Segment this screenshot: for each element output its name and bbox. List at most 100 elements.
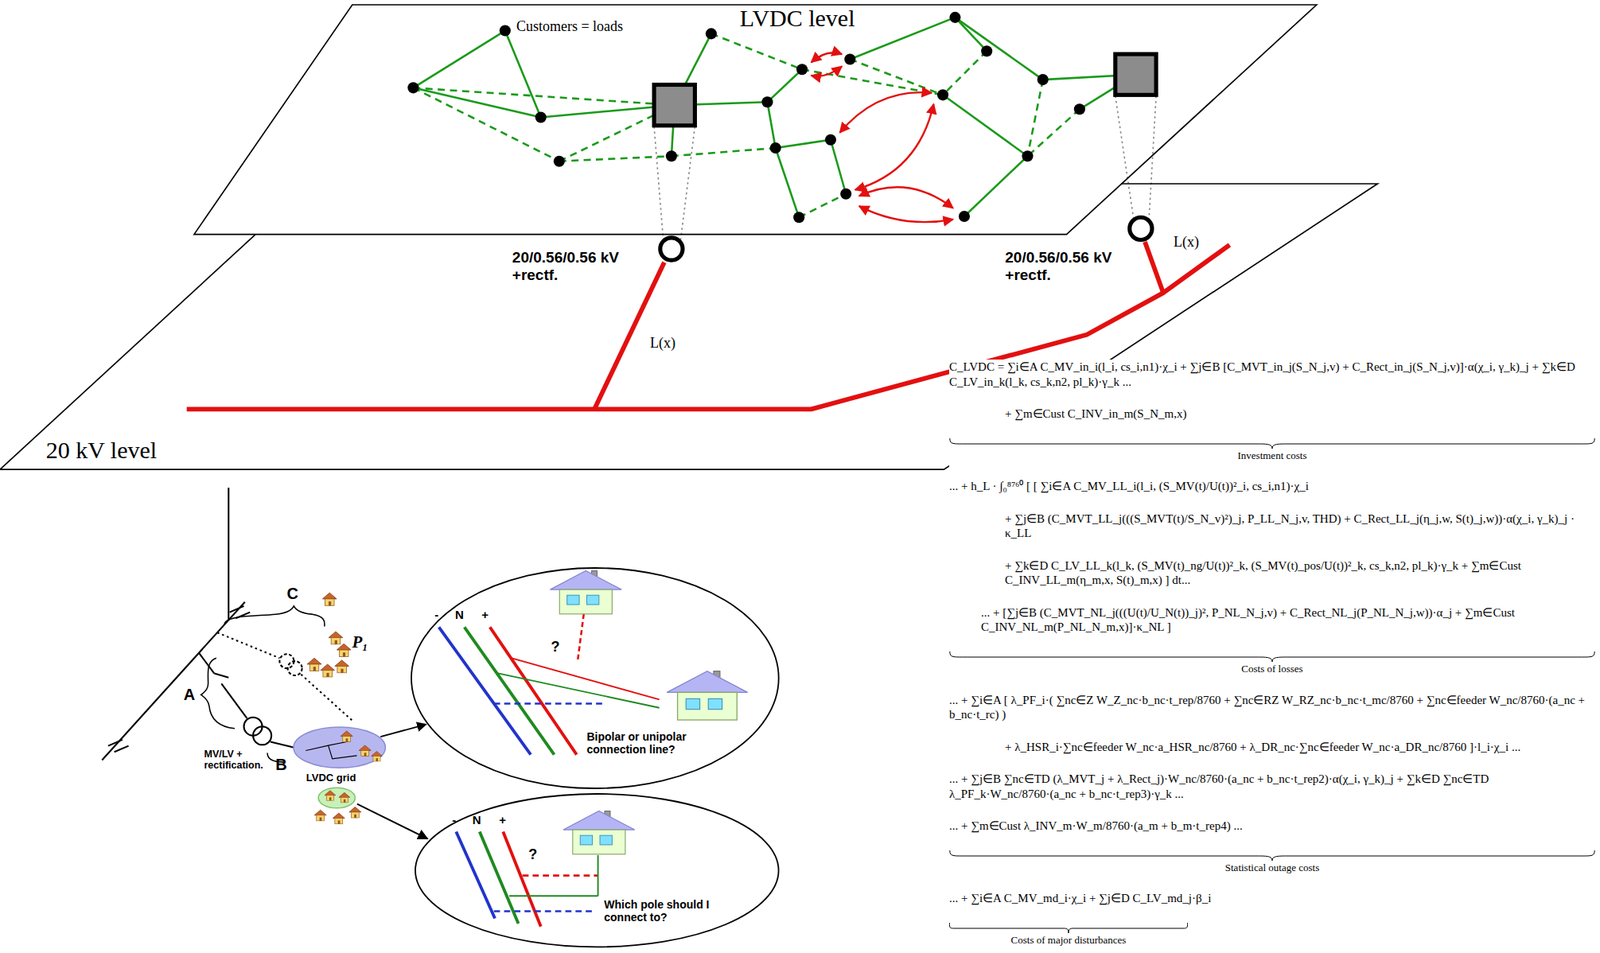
cost-formula: C_LVDC = ∑i∈A C_MV_in_i(l_i, cs_i,n1)·χ_…	[949, 359, 1596, 947]
detail-ellipse	[509, 657, 659, 701]
connection-ellipse: -N+?Which pole should I connect to?	[415, 794, 779, 947]
customer-node	[665, 150, 678, 162]
detail-ellipse	[494, 910, 596, 913]
sub-grid-ellipse	[338, 792, 351, 803]
detail-ellipse	[666, 671, 748, 721]
detail-ellipse	[597, 855, 600, 896]
substation-square	[654, 85, 695, 126]
detail-ellipse	[455, 831, 495, 919]
mv-network-sketch	[101, 487, 352, 763]
power-flow-arrow	[859, 206, 954, 222]
customer-house	[320, 664, 335, 678]
formula-text: ... + ∑i∈A C_MV_md_i·χ_i + ∑j∈D C_LV_md_…	[949, 891, 1596, 907]
formula-text: ... + ∑m∈Cust λ_INV_m·W_m/8760·(a_m + b_…	[949, 818, 1596, 834]
detail-ellipse	[497, 673, 660, 709]
customer-node	[825, 134, 837, 146]
formula-text: ... + [∑j∈B (C_MVT_NL_j(((U(t)/U_N(t))_j…	[981, 605, 1596, 636]
customer-node	[553, 155, 565, 168]
region-letter: C	[286, 584, 298, 604]
power-flow-arrow	[855, 104, 935, 191]
customer-house	[334, 660, 350, 674]
customer-node	[793, 211, 805, 223]
formula-text: ... + h_L · ∫₀⁸⁷⁶⁰ [ [ ∑i∈A C_MV_LL_i(l_…	[949, 478, 1596, 495]
cost-group-label: Investment costs	[949, 449, 1596, 463]
formula-line: C_LVDC = ∑i∈A C_MV_in_i(l_i, cs_i,n1)·χ_…	[949, 359, 1596, 390]
line-length-label: L(x)	[1173, 233, 1200, 251]
customer-house	[336, 643, 351, 657]
pole-label: -	[434, 607, 439, 622]
mv-network-sketch	[270, 741, 296, 748]
formula-line: + ∑m∈Cust C_INV_in_m(S_N_m,x)	[949, 406, 1596, 422]
pole-label: +	[481, 607, 489, 622]
lvdc-network	[412, 33, 1079, 218]
question-mark: ?	[551, 638, 561, 656]
customer-node	[761, 96, 773, 108]
formula-line: ... + h_L · ∫₀⁸⁷⁶⁰ [ [ ∑i∈A C_MV_LL_i(l_…	[949, 478, 1596, 495]
detail-ellipse	[415, 794, 779, 947]
lvdc-network	[711, 33, 802, 70]
lvdc-network	[942, 94, 1028, 156]
formula-line: ... + ∑i∈A [ λ_PF_i·( ∑nc∈Z W_Z_nc·b_nc·…	[949, 692, 1596, 724]
pole-label: N	[455, 607, 464, 622]
detail-ellipse	[479, 831, 519, 923]
formula-text: C_LVDC = ∑i∈A C_MV_in_i(l_i, cs_i,n1)·χ_…	[949, 359, 1596, 390]
level-title: 20 kV level	[46, 436, 157, 464]
customer-node	[705, 27, 717, 39]
region-letter: B	[275, 755, 287, 775]
cost-group-label: Statistical outage costs	[949, 861, 1596, 875]
customer-node	[1037, 73, 1049, 86]
customer-node	[407, 81, 419, 94]
customer-node	[937, 89, 949, 101]
brace-group: Investment costs	[949, 438, 1596, 463]
lvdc-network	[849, 17, 955, 60]
detail-ellipse	[549, 571, 622, 615]
mv-network-sketch	[198, 653, 215, 674]
curly-brace	[949, 651, 1595, 662]
customer-node	[958, 210, 970, 222]
lvdc-network	[766, 101, 775, 148]
power-flow-arrow	[811, 66, 842, 76]
customer-house	[328, 631, 343, 645]
lvdc-network	[671, 147, 776, 156]
customer-node	[770, 142, 782, 154]
lvdc-grid-ellipse: LVDC grid	[293, 727, 386, 768]
mv-network-sketch	[221, 683, 247, 719]
lvdc-network	[775, 140, 831, 148]
formula-text: + ∑k∈D C_LV_LL_k(l_k, (S_MV(t)_ng/U(t))²…	[1004, 558, 1596, 589]
note-label: Customers = loads	[516, 18, 623, 36]
mv-network-sketch	[253, 726, 272, 745]
question-text: Which pole should I connect to?	[603, 898, 724, 924]
sub-grid-ellipse	[324, 790, 336, 802]
mv-network-sketch	[300, 674, 352, 721]
brace-group: Statistical outage costs	[949, 850, 1596, 875]
mv-network-sketch	[288, 661, 303, 676]
sub-grid-ellipse	[314, 787, 428, 839]
component-label: MV/LV + rectification.	[204, 748, 275, 771]
pole-label: N	[472, 813, 482, 827]
plane-outline	[194, 4, 1317, 235]
formula-text: ... + ∑j∈B ∑nc∈TD (λ_MVT_j + λ_Rect_j)·W…	[949, 771, 1596, 802]
customer-node	[796, 63, 808, 75]
detail-ellipse	[502, 831, 541, 927]
customer-node	[949, 11, 961, 24]
detail-ellipse	[563, 810, 635, 854]
sub-grid-ellipse	[318, 787, 355, 809]
lvdc-network	[942, 50, 987, 95]
plane-outline	[194, 4, 1317, 235]
transformer-circle	[1129, 217, 1153, 240]
power-flow-arrow	[811, 52, 842, 63]
formula-line: + ∑j∈B (C_MVT_LL_j(((S_MVT(t)/S_N_v)²)_j…	[949, 511, 1596, 542]
lvdc-network	[849, 58, 943, 95]
curly-brace	[949, 438, 1596, 450]
customer-node	[840, 188, 852, 200]
detail-ellipse	[577, 614, 584, 662]
grid-ellipse	[293, 727, 386, 768]
mv-network-sketch	[101, 602, 246, 761]
customer-node	[1021, 150, 1033, 162]
magnifier-lines	[654, 126, 664, 240]
detail-ellipse	[415, 794, 779, 947]
power-flow-arrow	[811, 52, 954, 222]
formula-line: ... + ∑j∈B ∑nc∈TD (λ_MVT_j + λ_Rect_j)·W…	[949, 771, 1596, 802]
detail-ellipse	[494, 703, 603, 706]
mv-network-sketch	[214, 673, 229, 678]
